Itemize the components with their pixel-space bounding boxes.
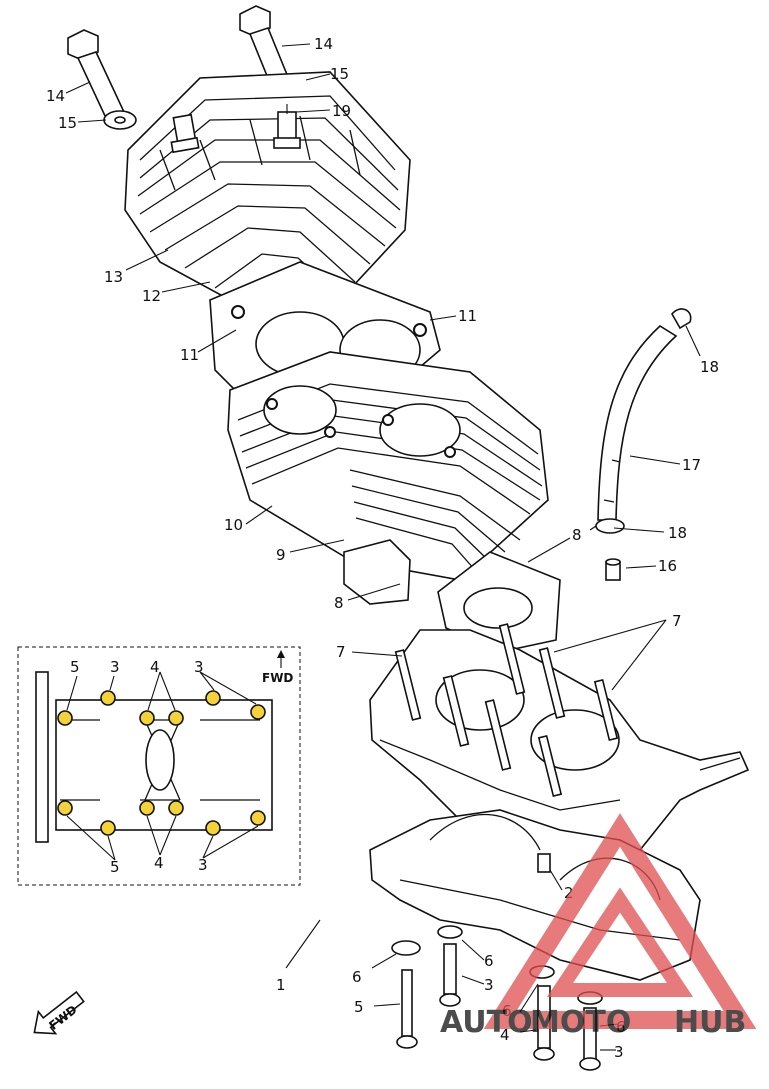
lower-crankcase bbox=[369, 809, 701, 981]
callout-8-left: 8 bbox=[334, 594, 344, 612]
fwd-arrow bbox=[33, 990, 85, 1035]
watermark-triangle-icon bbox=[483, 813, 757, 1029]
watermark-inner-triangle-icon bbox=[546, 887, 694, 997]
oil-fitting bbox=[605, 558, 621, 581]
spark-plug-left bbox=[170, 113, 200, 154]
inset-label-5-top: 5 bbox=[70, 658, 80, 676]
callout-7-left: 7 bbox=[336, 643, 346, 661]
cylinder-studs bbox=[394, 623, 619, 798]
callout-2: 2 bbox=[564, 884, 574, 902]
callout-12: 12 bbox=[142, 287, 161, 305]
cylinder-block bbox=[227, 351, 549, 581]
callout-labels: 14 15 14 15 19 13 12 11 11 17 18 16 18 1… bbox=[46, 35, 719, 1061]
dowel-pin bbox=[537, 853, 551, 873]
callout-14-left: 14 bbox=[46, 87, 65, 105]
callout-10: 10 bbox=[224, 516, 243, 534]
callout-5: 5 bbox=[354, 998, 364, 1016]
callout-1: 1 bbox=[276, 976, 286, 994]
cylinder-head bbox=[124, 71, 411, 301]
callout-14-right: 14 bbox=[314, 35, 333, 53]
callout-11-left: 11 bbox=[180, 346, 199, 364]
spark-plug-right bbox=[273, 104, 301, 149]
lower-bolts bbox=[396, 943, 601, 1071]
callout-15-left: 15 bbox=[58, 114, 77, 132]
callout-3-a: 3 bbox=[484, 976, 494, 994]
torque-sequence-inset bbox=[17, 646, 301, 886]
inset-label-5-bottom: 5 bbox=[110, 858, 120, 876]
inset-label-4-top: 4 bbox=[150, 658, 160, 676]
callout-15-right: 15 bbox=[330, 65, 349, 83]
watermark: AUTO MOTO HUB bbox=[440, 813, 757, 1040]
watermark-moto: MOTO bbox=[530, 1005, 631, 1040]
callout-3-b: 3 bbox=[614, 1043, 624, 1061]
inset-labels: 5 3 4 3 5 4 3 FWD bbox=[70, 658, 293, 876]
callout-4: 4 bbox=[500, 1026, 510, 1044]
base-gasket bbox=[343, 539, 561, 653]
upper-crankcase bbox=[369, 629, 750, 861]
inset-label-4-bottom: 4 bbox=[154, 854, 164, 872]
callout-11-right: 11 bbox=[458, 307, 477, 325]
hose-clip-top bbox=[671, 308, 692, 330]
watermark-hub: HUB bbox=[674, 1005, 746, 1040]
callout-9: 9 bbox=[276, 546, 286, 564]
inset-fwd-label: FWD bbox=[262, 671, 293, 685]
callout-13: 13 bbox=[104, 268, 123, 286]
inset-label-3-top: 3 bbox=[110, 658, 120, 676]
callout-19: 19 bbox=[332, 102, 351, 120]
callout-18-upper: 18 bbox=[700, 358, 719, 376]
head-bolt-left bbox=[67, 29, 126, 119]
oil-hose bbox=[597, 324, 678, 521]
leader-lines bbox=[65, 43, 701, 1051]
callout-7-right: 7 bbox=[672, 612, 682, 630]
head-bolt-right bbox=[239, 5, 292, 89]
hose-clip-bottom bbox=[589, 518, 625, 534]
inset-label-3-bottom: 3 bbox=[198, 856, 208, 874]
callout-6-a: 6 bbox=[352, 968, 362, 986]
callout-6-b: 6 bbox=[484, 952, 494, 970]
callout-17: 17 bbox=[682, 456, 701, 474]
callout-18-lower: 18 bbox=[668, 524, 687, 542]
callout-8-right: 8 bbox=[572, 526, 582, 544]
watermark-auto: AUTO bbox=[440, 1005, 533, 1040]
washer-left-hole bbox=[114, 116, 126, 124]
inset-label-3-top-right: 3 bbox=[194, 658, 204, 676]
callout-16: 16 bbox=[658, 557, 677, 575]
